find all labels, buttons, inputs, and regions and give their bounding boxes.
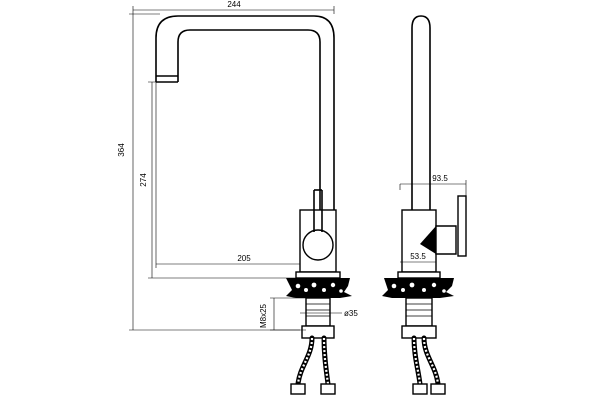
dim-364: 364 bbox=[117, 13, 300, 331]
side-countertop-section bbox=[382, 278, 454, 298]
shank bbox=[305, 297, 331, 327]
nut bbox=[301, 325, 335, 339]
side-base-flange bbox=[397, 271, 441, 279]
side-lever bbox=[457, 195, 467, 257]
dim-diameter-label: ø35 bbox=[344, 309, 358, 318]
spout-inner bbox=[177, 29, 321, 210]
handle-knob bbox=[302, 229, 334, 261]
spout-outer bbox=[155, 15, 335, 210]
dim-53-5-label: 53.5 bbox=[410, 252, 426, 261]
dim-274: 274 bbox=[139, 81, 300, 279]
dim-205-label: 205 bbox=[237, 254, 251, 263]
supply-hoses-front bbox=[290, 335, 336, 395]
side-view: 93.5 53.5 bbox=[382, 15, 467, 395]
dim-93-5-label: 93.5 bbox=[432, 174, 448, 183]
dim-244-label: 244 bbox=[227, 0, 241, 9]
dim-274-label: 274 bbox=[139, 173, 148, 187]
dim-93-5: 93.5 bbox=[399, 174, 467, 200]
side-spout bbox=[411, 15, 431, 210]
dim-244: 244 bbox=[132, 0, 335, 14]
dim-thread: M8x25 bbox=[259, 297, 306, 331]
side-nut bbox=[401, 325, 437, 339]
dim-thread-label: M8x25 bbox=[259, 303, 268, 328]
dim-diameter: ø35 bbox=[300, 309, 358, 318]
front-view: 244 364 274 205 bbox=[117, 0, 358, 395]
supply-hoses-side bbox=[411, 335, 446, 395]
base-flange bbox=[295, 271, 341, 279]
side-shank bbox=[405, 297, 433, 327]
dim-53-5: 53.5 bbox=[400, 252, 436, 263]
countertop-section bbox=[286, 278, 352, 298]
dim-364-label: 364 bbox=[117, 143, 126, 157]
dim-205: 205 bbox=[155, 82, 300, 268]
side-handle bbox=[435, 225, 457, 255]
